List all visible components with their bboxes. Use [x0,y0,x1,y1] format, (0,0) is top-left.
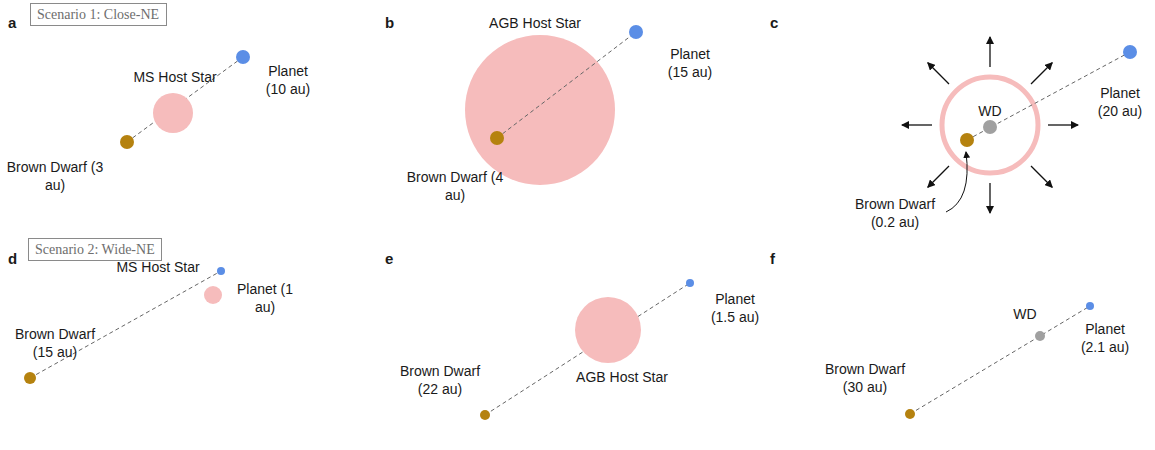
object-label: Planet (1.5 au) [705,290,765,326]
white-dwarf [983,120,997,134]
planet [236,50,250,64]
object-label: Brown Dwarf (3 au) [5,158,105,194]
scenario-box: Scenario 1: Close-NE [30,3,167,26]
white-dwarf [1035,331,1045,341]
object-label: Planet (10 au) [258,62,318,98]
planet [1123,45,1137,59]
agb-star [465,35,615,185]
brown-dwarf [480,410,490,420]
scenario-title: Scenario 2: Wide-NE [35,242,155,257]
planet [217,267,225,275]
outflow-arrow [1031,63,1052,84]
alignment-line [497,32,636,138]
object-label: Planet (15 au) [660,45,720,81]
object-label: AGB Host Star [552,368,692,386]
scenario-box: Scenario 2: Wide-NE [28,238,162,261]
outflow-arrow [1031,166,1052,187]
object-label: MS Host Star [115,68,235,86]
alignment-line [485,283,690,415]
ms-star [153,93,193,133]
object-label: MS Host Star [108,258,208,276]
alignment-line [910,306,1090,414]
ms-star [204,286,222,304]
object-label: Brown Dwarf (30 au) [815,360,915,396]
outflow-arrow [1048,124,1078,125]
panel-letter: f [770,250,790,268]
alignment-line [30,271,221,378]
planet [1086,302,1094,310]
panel-letter: b [385,14,405,32]
brown-dwarf [120,135,134,149]
outflow-arrows [902,37,1078,213]
agb-star [575,297,641,363]
outflow-arrow [928,63,949,84]
object-label: WD [970,102,1010,120]
planet [686,279,694,287]
outflow-arrow [928,166,949,187]
object-label: WD [1005,305,1045,323]
object-label: Planet (2.1 au) [1075,320,1135,356]
outflow-arrow [989,37,990,67]
object-label: AGB Host Star [465,14,605,32]
scenario-title: Scenario 1: Close-NE [37,7,159,22]
outflow-arrow [902,124,932,125]
object-label: Brown Dwarf (4 au) [405,168,505,204]
panel-letter: c [770,14,790,32]
ejected-envelope [942,77,1038,173]
brown-dwarf [24,372,36,384]
object-label: Planet (1 au) [235,280,295,316]
object-label: Brown Dwarf (15 au) [5,325,105,361]
brown-dwarf [905,409,915,419]
panel-letter: a [8,14,28,32]
object-label: Brown Dwarf (0.2 au) [845,195,945,231]
outflow-arrow [989,183,990,213]
object-label: Brown Dwarf (22 au) [390,362,490,398]
brown-dwarf [960,133,974,147]
panel-letter: e [385,250,405,268]
brown-dwarf [490,131,504,145]
leader-line [946,152,967,212]
object-label: Planet (20 au) [1090,84,1150,120]
panel-letter: d [8,250,28,268]
planet [629,25,643,39]
